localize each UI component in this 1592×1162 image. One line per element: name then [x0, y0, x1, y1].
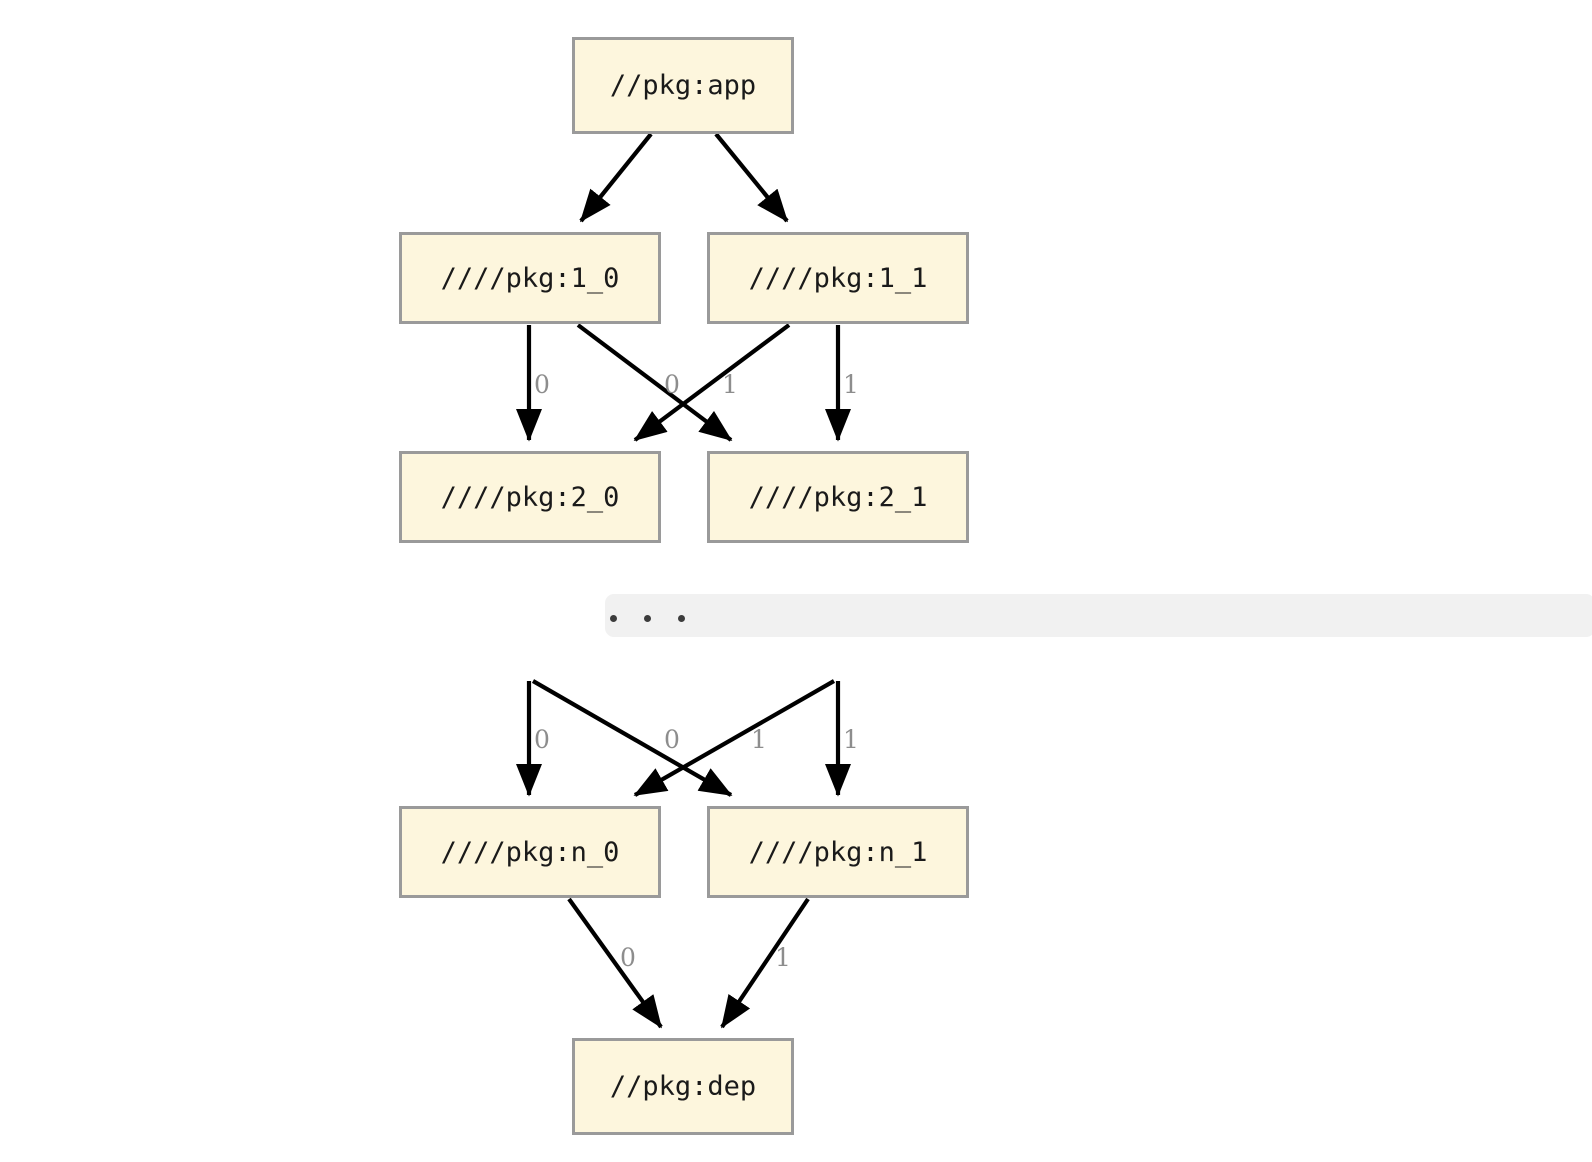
- edge-app-to-1_0: [579, 132, 653, 223]
- edge-label-mid-center-0: 0: [664, 370, 680, 399]
- node-label: ////pkg:2_1: [748, 481, 928, 513]
- node-label: ////pkg:2_0: [440, 481, 620, 513]
- edge-label-mid-left-0: 0: [534, 370, 550, 399]
- edge-n_0-to-dep: [567, 897, 663, 1029]
- edge-label-dep-right-1: 1: [775, 943, 791, 972]
- node-pkg-app[interactable]: //pkg:app: [572, 37, 794, 134]
- edge-label-mid-center-1: 1: [722, 370, 738, 399]
- edge-label-mid-right-1: 1: [843, 370, 859, 399]
- node-pkg-n_1[interactable]: ////pkg:n_1: [707, 806, 969, 898]
- node-pkg-2_0[interactable]: ////pkg:2_0: [399, 451, 661, 543]
- node-label: ////pkg:1_1: [748, 262, 928, 294]
- edge-label-low-right-1: 1: [843, 725, 859, 754]
- ellipsis-dot-3: [678, 615, 685, 622]
- edge-n_1-to-dep: [720, 897, 810, 1029]
- node-label: //pkg:dep: [609, 1071, 757, 1102]
- ellipsis-dot-1: [610, 615, 617, 622]
- node-pkg-dep[interactable]: //pkg:dep: [572, 1038, 794, 1135]
- node-label: ////pkg:1_0: [440, 262, 620, 294]
- node-pkg-1_1[interactable]: ////pkg:1_1: [707, 232, 969, 324]
- ellipsis-band: [605, 594, 1592, 637]
- ellipsis-dots: [610, 615, 685, 622]
- node-label: ////pkg:n_0: [440, 836, 620, 868]
- node-label: //pkg:app: [609, 70, 757, 101]
- node-pkg-1_0[interactable]: ////pkg:1_0: [399, 232, 661, 324]
- edge-elided-cross-to-n_0: [633, 679, 836, 797]
- edge-elided-cross-to-n_1: [531, 679, 733, 797]
- edge-1_0-to-2_1: [576, 323, 733, 442]
- ellipsis-dot-2: [644, 615, 651, 622]
- edge-label-dep-left-0: 0: [620, 943, 636, 972]
- edge-app-to-1_1: [714, 132, 789, 223]
- edge-label-low-center-1: 1: [751, 725, 767, 754]
- node-pkg-n_0[interactable]: ////pkg:n_0: [399, 806, 661, 898]
- node-label: ////pkg:n_1: [748, 836, 928, 868]
- edge-label-low-left-0: 0: [534, 725, 550, 754]
- edge-label-low-center-0: 0: [664, 725, 680, 754]
- edge-1_1-to-2_0: [633, 323, 791, 442]
- node-pkg-2_1[interactable]: ////pkg:2_1: [707, 451, 969, 543]
